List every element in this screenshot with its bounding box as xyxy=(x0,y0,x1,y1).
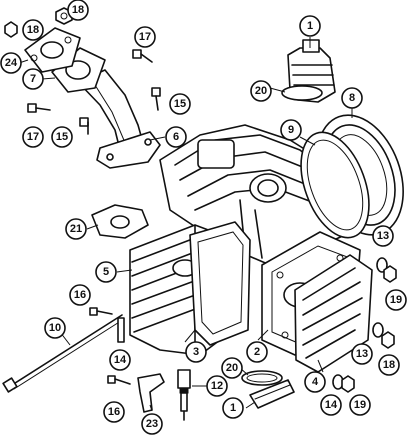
callout-2: 2 xyxy=(246,341,268,363)
base-gasket xyxy=(189,221,251,346)
svg-text:17: 17 xyxy=(27,131,39,143)
callout-14a: 14 xyxy=(109,349,131,371)
svg-text:2: 2 xyxy=(254,346,260,358)
spark-plug xyxy=(177,369,191,421)
callout-13a: 13 xyxy=(372,225,394,247)
long-stud xyxy=(2,314,125,393)
svg-text:18: 18 xyxy=(27,24,39,36)
callout-20b: 20 xyxy=(221,357,243,379)
svg-text:16: 16 xyxy=(108,406,120,418)
callout-17b: 17 xyxy=(22,126,44,148)
exhaust-gasket xyxy=(24,27,81,73)
rocker-cover xyxy=(294,254,373,373)
callout-5: 5 xyxy=(95,261,117,283)
callout-19a: 19 xyxy=(385,289,407,311)
svg-text:21: 21 xyxy=(70,223,82,235)
svg-text:15: 15 xyxy=(174,98,186,110)
svg-text:13: 13 xyxy=(356,348,368,360)
nut-19a xyxy=(383,265,397,283)
bolt-15b xyxy=(79,117,89,135)
callout-10: 10 xyxy=(44,317,66,339)
nut-18c xyxy=(381,331,395,349)
o-ring-lower xyxy=(241,370,283,386)
svg-text:20: 20 xyxy=(255,85,267,97)
svg-text:3: 3 xyxy=(193,346,199,358)
svg-text:10: 10 xyxy=(49,322,61,334)
stud-16a xyxy=(89,307,113,316)
callout-19b: 19 xyxy=(349,394,371,416)
svg-text:23: 23 xyxy=(146,418,158,430)
svg-text:19: 19 xyxy=(354,399,366,411)
svg-text:7: 7 xyxy=(30,73,36,85)
callout-15b: 15 xyxy=(51,126,73,148)
svg-text:15: 15 xyxy=(56,131,68,143)
callout-18c: 18 xyxy=(378,354,400,376)
callout-24: 24 xyxy=(0,52,22,74)
svg-text:24: 24 xyxy=(5,57,18,69)
svg-text:14: 14 xyxy=(325,399,338,411)
svg-text:1: 1 xyxy=(307,20,313,32)
svg-text:8: 8 xyxy=(349,92,355,104)
callout-21: 21 xyxy=(65,218,87,240)
callout-8: 8 xyxy=(341,87,363,109)
stud-16b xyxy=(107,375,131,385)
spacer-14 xyxy=(117,317,125,343)
svg-text:12: 12 xyxy=(211,380,223,392)
callout-6: 6 xyxy=(165,126,187,148)
svg-text:18: 18 xyxy=(383,359,395,371)
svg-text:9: 9 xyxy=(288,124,294,136)
svg-text:17: 17 xyxy=(139,31,151,43)
callout-16b: 16 xyxy=(103,401,125,423)
callout-3: 3 xyxy=(185,341,207,363)
svg-text:20: 20 xyxy=(226,362,238,374)
washer-13a xyxy=(376,257,388,273)
callout-9: 9 xyxy=(280,119,302,141)
callout-16a: 16 xyxy=(69,284,91,306)
o-ring-upper xyxy=(281,85,323,101)
callout-4: 4 xyxy=(304,371,326,393)
callout-7: 7 xyxy=(22,68,44,90)
callout-17a: 17 xyxy=(134,26,156,48)
callout-20a: 20 xyxy=(250,80,272,102)
svg-text:18: 18 xyxy=(72,4,84,16)
bolt-17a xyxy=(132,49,153,63)
seal-ring xyxy=(300,131,370,239)
callout-14b: 14 xyxy=(320,394,342,416)
o-ring-lower-inner xyxy=(246,373,278,383)
callout-12: 12 xyxy=(206,375,228,397)
bolt-17b xyxy=(27,103,51,113)
callout-1a: 1 xyxy=(299,15,321,37)
svg-text:4: 4 xyxy=(312,376,319,388)
washer-13b xyxy=(372,322,384,338)
intake-gasket xyxy=(91,204,149,239)
callout-18b: 18 xyxy=(22,19,44,41)
exhaust-pipe xyxy=(77,69,161,169)
callout-18a: 18 xyxy=(67,0,89,21)
callout-13b: 13 xyxy=(351,343,373,365)
plug-cap-bracket xyxy=(137,373,165,413)
callout-23: 23 xyxy=(141,413,163,435)
svg-text:19: 19 xyxy=(390,294,402,306)
svg-text:16: 16 xyxy=(74,289,86,301)
bolt-15a xyxy=(151,87,161,111)
callout-15a: 15 xyxy=(169,93,191,115)
svg-text:6: 6 xyxy=(173,131,179,143)
svg-text:14: 14 xyxy=(114,354,127,366)
nut-left xyxy=(4,21,18,38)
svg-text:1: 1 xyxy=(230,402,236,414)
push-rod-seal xyxy=(249,379,295,409)
callout-1b: 1 xyxy=(222,397,244,419)
nut-19b xyxy=(341,375,355,393)
svg-text:5: 5 xyxy=(103,266,109,278)
svg-text:13: 13 xyxy=(377,230,389,242)
